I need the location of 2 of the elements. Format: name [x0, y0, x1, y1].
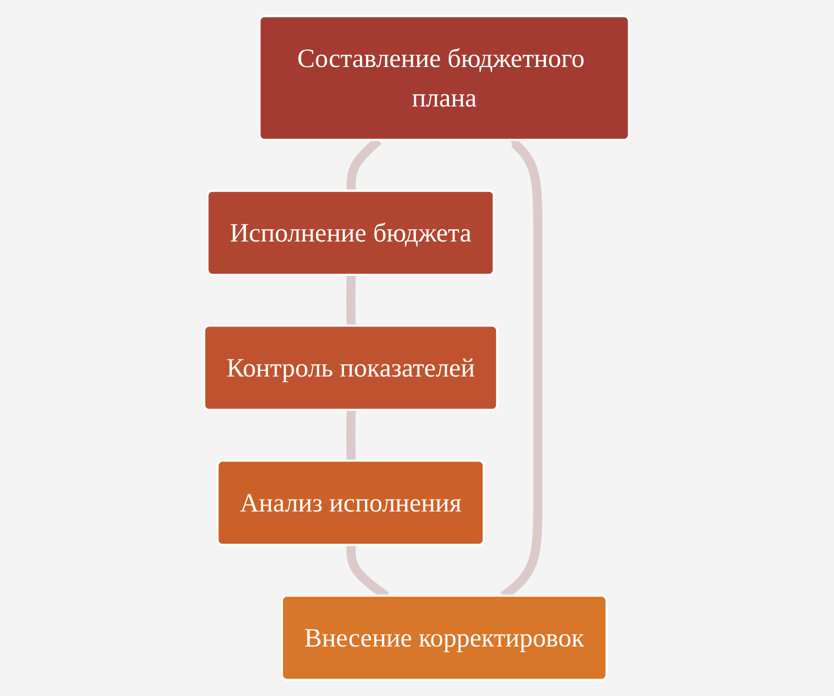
connector: [346, 275, 356, 326]
connector: [346, 410, 356, 462]
